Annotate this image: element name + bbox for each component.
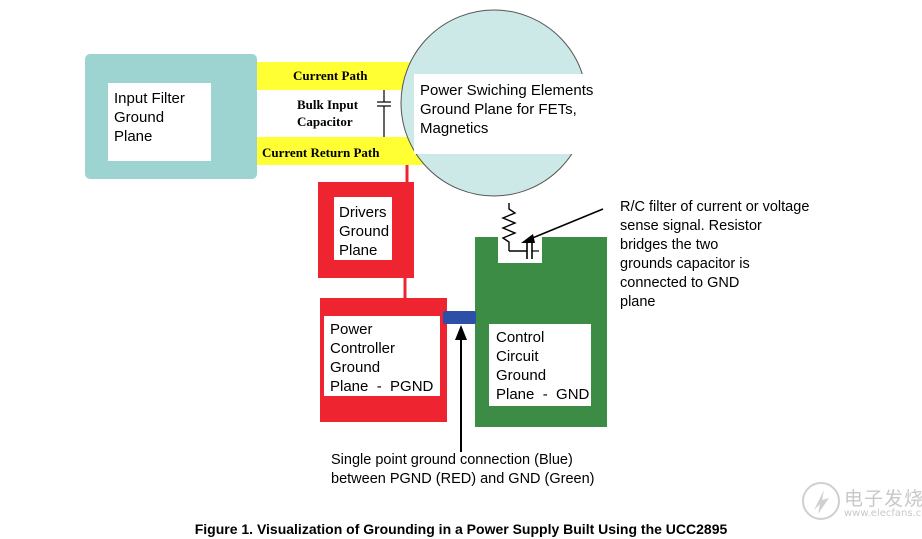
figure-caption: Figure 1. Visualization of Grounding in …	[194, 521, 728, 537]
bulk-capacitor-symbol	[377, 90, 391, 137]
single-point-ground-connection	[443, 311, 476, 324]
rc-filter-box	[498, 201, 542, 263]
drivers-label: Drivers Ground Plane	[339, 204, 390, 259]
current-return-path-band	[255, 137, 425, 165]
input-filter-label: Input Filter Ground Plane	[114, 90, 185, 145]
input-filter-label-box	[108, 83, 211, 161]
bulk-capacitor-label: Bulk Input Capacitor	[297, 97, 359, 129]
drivers-label-box	[334, 197, 392, 260]
rc-filter-arrow	[521, 208, 604, 243]
watermark: 电子发烧友 www.elecfans.com	[800, 478, 922, 526]
control-circuit-label: Control Circuit Ground Plane - GND	[496, 329, 590, 403]
control-circuit-label-box	[489, 324, 591, 406]
current-return-path-label: Current Return Path	[262, 145, 380, 160]
power-controller-label: Power Controller Ground Plane - PGND	[330, 321, 434, 395]
single-point-arrow	[455, 325, 467, 452]
watermark-logo-icon	[802, 482, 840, 520]
capacitor-symbol	[526, 243, 539, 259]
single-point-note: Single point ground connection (Blue) be…	[331, 452, 595, 487]
resistor-symbol	[501, 203, 527, 252]
rc-filter-note: R/C filter of current or voltage sense s…	[620, 199, 810, 310]
watermark-text: 电子发烧友	[844, 488, 922, 510]
current-path-band	[255, 62, 425, 90]
power-controller-label-box	[324, 316, 440, 396]
switching-elements-label-box	[414, 74, 604, 154]
current-path-label: Current Path	[293, 68, 368, 83]
watermark-url: www.elecfans.com	[844, 508, 922, 519]
switching-elements-label: Power Swiching Elements Ground Plane for…	[420, 82, 594, 137]
